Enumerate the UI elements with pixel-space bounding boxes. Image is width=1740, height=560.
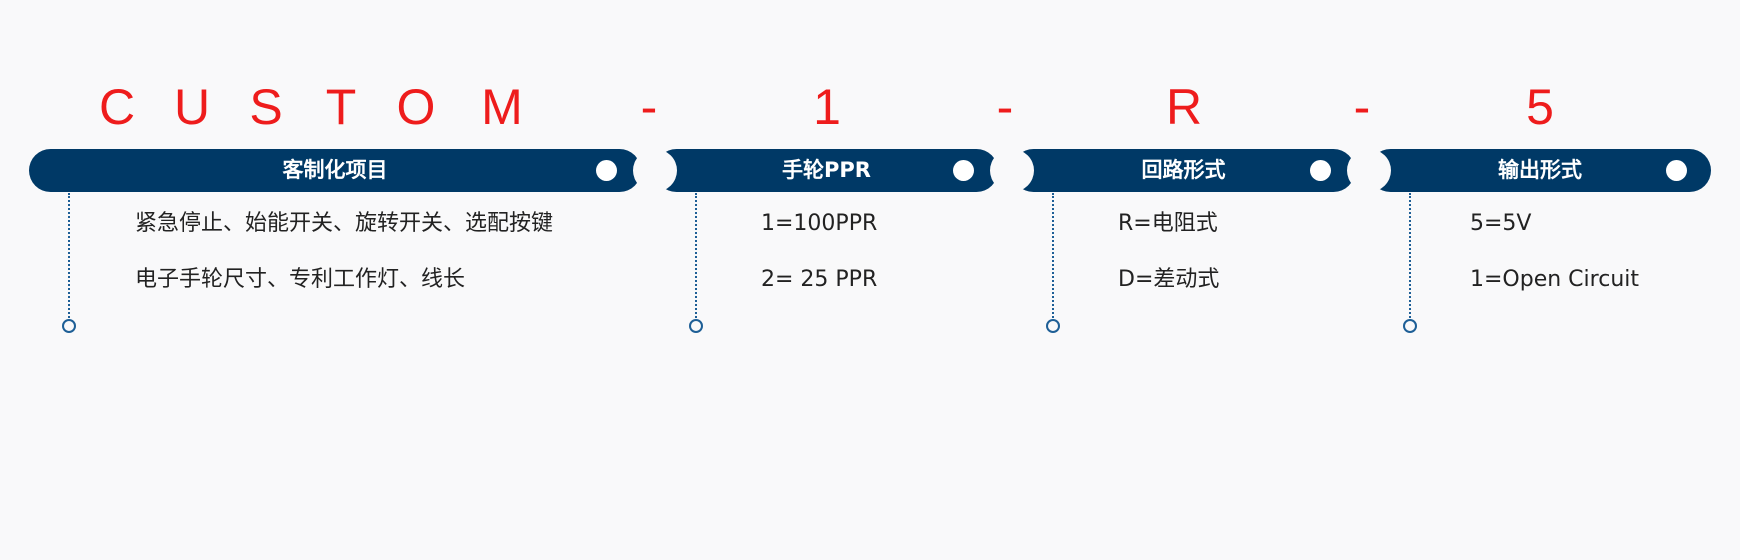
section-title: 客制化项目 bbox=[282, 158, 388, 182]
section-title: 手轮PPR bbox=[782, 158, 871, 182]
dot-icon bbox=[953, 160, 974, 181]
section-title: 输出形式 bbox=[1498, 158, 1582, 182]
section-header: 手轮PPR bbox=[633, 149, 998, 192]
dot-icon bbox=[1310, 160, 1331, 181]
code-char: M bbox=[481, 79, 523, 135]
section-handwheel-ppr: 手轮PPR 1=100PPR 2= 25 PPR bbox=[633, 149, 998, 333]
code-char: 5 bbox=[1526, 79, 1554, 135]
code-char: S bbox=[249, 79, 283, 135]
code-char: - bbox=[640, 79, 658, 135]
list-item: R=电阻式 bbox=[1118, 211, 1218, 236]
section-output-type: 输出形式 5=5V 1=Open Circuit bbox=[1347, 149, 1711, 333]
list-item: 2= 25 PPR bbox=[761, 267, 878, 292]
dot-icon bbox=[1666, 160, 1687, 181]
circle-end-icon bbox=[1403, 319, 1417, 333]
section-circuit-type: 回路形式 R=电阻式 D=差动式 bbox=[990, 149, 1355, 333]
section-title: 回路形式 bbox=[1141, 158, 1226, 182]
list-item: 紧急停止、始能开关、旋转开关、选配按键 bbox=[135, 211, 554, 236]
code-char: O bbox=[396, 79, 436, 135]
section-header: 回路形式 bbox=[990, 149, 1355, 192]
code-char: R bbox=[1165, 79, 1203, 135]
list-item: 5=5V bbox=[1470, 211, 1532, 236]
connector-line bbox=[68, 193, 70, 322]
circle-end-icon bbox=[62, 319, 76, 333]
code-char: - bbox=[996, 79, 1014, 135]
circle-end-icon bbox=[689, 319, 703, 333]
section-header: 客制化项目 bbox=[29, 149, 641, 192]
connector-line bbox=[1409, 193, 1411, 322]
code-char: 1 bbox=[813, 79, 841, 135]
dot-icon bbox=[596, 160, 617, 181]
connector-line bbox=[1052, 193, 1054, 322]
circle-end-icon bbox=[1046, 319, 1060, 333]
list-item: 电子手轮尺寸、专利工作灯、线长 bbox=[135, 267, 466, 292]
section-custom-items: 客制化项目 紧急停止、始能开关、旋转开关、选配按键 电子手轮尺寸、专利工作灯、线… bbox=[29, 149, 641, 333]
list-item: 1=100PPR bbox=[761, 211, 878, 236]
code-char: T bbox=[325, 79, 357, 135]
code-char: U bbox=[173, 79, 211, 135]
code-char: C bbox=[98, 79, 136, 135]
model-code: C U S T O M - 1 - R - 5 bbox=[0, 72, 1740, 142]
list-item: D=差动式 bbox=[1118, 267, 1220, 292]
code-char: - bbox=[1353, 79, 1371, 135]
section-header: 输出形式 bbox=[1347, 149, 1711, 192]
list-item: 1=Open Circuit bbox=[1470, 267, 1639, 292]
connector-line bbox=[695, 193, 697, 322]
